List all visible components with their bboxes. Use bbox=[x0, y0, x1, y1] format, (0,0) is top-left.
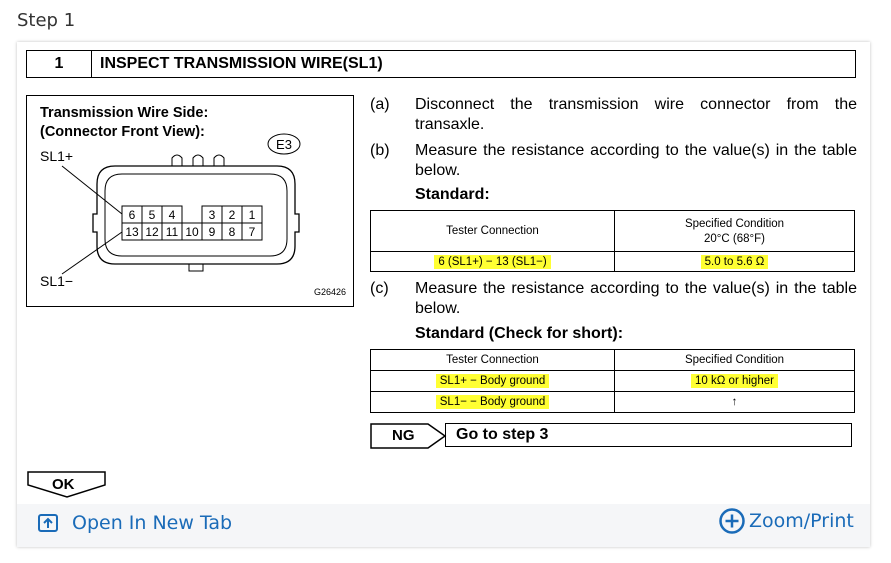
standard-label: Standard: bbox=[415, 186, 490, 203]
pin-cell bbox=[241, 222, 263, 241]
pin-number: 8 bbox=[229, 225, 236, 239]
ok-arrow-shape bbox=[27, 471, 106, 498]
step-c-label: (c) bbox=[370, 280, 389, 297]
step-label: Step 1 bbox=[17, 10, 76, 31]
figure-code: G26426 bbox=[314, 287, 346, 297]
connector-figure: Transmission Wire Side: (Connector Front… bbox=[26, 95, 354, 307]
pin-number: 2 bbox=[229, 208, 236, 222]
pin-number: 6 bbox=[129, 208, 136, 222]
open-in-new-tab-link[interactable]: Open In New Tab bbox=[38, 512, 232, 534]
pin-number: 1 bbox=[249, 208, 256, 222]
short-row1-cond-text: 10 kΩ or higher bbox=[691, 374, 778, 388]
std-header-cond-line2: 20°C (68°F) bbox=[704, 232, 765, 245]
pin-number: 10 bbox=[185, 225, 199, 239]
pin-number: 13 bbox=[125, 225, 139, 239]
ng-goto-link[interactable]: Go to step 3 bbox=[445, 423, 852, 447]
std-header-cond-line1: Specified Condition bbox=[684, 217, 785, 230]
pin-number: 12 bbox=[145, 225, 159, 239]
ng-arrow-shape bbox=[370, 423, 447, 449]
content-panel bbox=[17, 42, 870, 547]
short-row2-cond: ↑ bbox=[614, 391, 855, 413]
short-header-conn: Tester Connection bbox=[370, 349, 615, 371]
short-row1-cond: 10 kΩ or higher bbox=[614, 370, 855, 392]
step-b-text: Measure the resistance according to the … bbox=[415, 142, 857, 179]
std-row-conn: 6 (SL1+) − 13 (SL1−) bbox=[370, 251, 615, 272]
short-row1-conn: SL1+ − Body ground bbox=[370, 370, 615, 392]
standard-table: Tester Connection Specified Condition 20… bbox=[370, 210, 855, 272]
pin-number: 5 bbox=[149, 208, 156, 222]
step-c-text: Measure the resistance according to the … bbox=[415, 280, 857, 317]
std-row-conn-text: 6 (SL1+) − 13 (SL1−) bbox=[434, 254, 551, 269]
open-in-new-tab-label: Open In New Tab bbox=[72, 512, 233, 534]
figure-title-line2: (Connector Front View): bbox=[40, 124, 205, 140]
ng-branch: NG Go to step 3 bbox=[370, 423, 854, 449]
step-a-label: (a) bbox=[370, 96, 390, 113]
figure-title: Transmission Wire Side: (Connector Front… bbox=[40, 104, 208, 142]
short-row1-conn-text: SL1+ − Body ground bbox=[435, 374, 550, 388]
label-sl1-plus: SL1+ bbox=[40, 148, 73, 164]
ng-label: NG bbox=[392, 427, 415, 444]
short-header-cond: Specified Condition bbox=[614, 349, 855, 371]
ok-label[interactable]: OK bbox=[52, 476, 75, 493]
short-row2-conn-text: SL1− − Body ground bbox=[435, 395, 550, 409]
pin-number: 4 bbox=[169, 208, 176, 222]
zoom-print-label: Zoom/Print bbox=[749, 510, 854, 532]
zoom-print-link[interactable]: Zoom/Print bbox=[718, 507, 854, 535]
step-number: 1 bbox=[27, 51, 92, 77]
step-title: INSPECT TRANSMISSION WIRE(SL1) bbox=[100, 55, 383, 72]
figure-title-line1: Transmission Wire Side: bbox=[40, 105, 209, 121]
badge-ellipse bbox=[267, 133, 301, 155]
pin-number: 7 bbox=[249, 225, 256, 239]
pin-number: 9 bbox=[209, 225, 216, 239]
pin-number: 3 bbox=[209, 208, 216, 222]
pin-number: 11 bbox=[166, 225, 179, 239]
step-b-label: (b) bbox=[370, 142, 390, 159]
std-row-cond-text: 5.0 to 5.6 Ω bbox=[700, 254, 769, 269]
plus-circle-icon bbox=[719, 508, 745, 534]
standard-short-label: Standard (Check for short): bbox=[415, 325, 624, 342]
std-header-conn: Tester Connection bbox=[370, 210, 615, 252]
short-check-table: Tester Connection Specified Condition SL… bbox=[370, 349, 855, 413]
step-a-text: Disconnect the transmission wire connect… bbox=[415, 96, 857, 133]
open-new-tab-icon bbox=[38, 514, 58, 532]
std-header-cond: Specified Condition 20°C (68°F) bbox=[614, 210, 855, 252]
std-row-cond: 5.0 to 5.6 Ω bbox=[614, 251, 855, 272]
figure-badge: E3 bbox=[276, 137, 292, 152]
label-sl1-minus: SL1− bbox=[40, 273, 73, 289]
step-header: 1 INSPECT TRANSMISSION WIRE(SL1) bbox=[26, 50, 856, 78]
short-row2-conn: SL1− − Body ground bbox=[370, 391, 615, 413]
